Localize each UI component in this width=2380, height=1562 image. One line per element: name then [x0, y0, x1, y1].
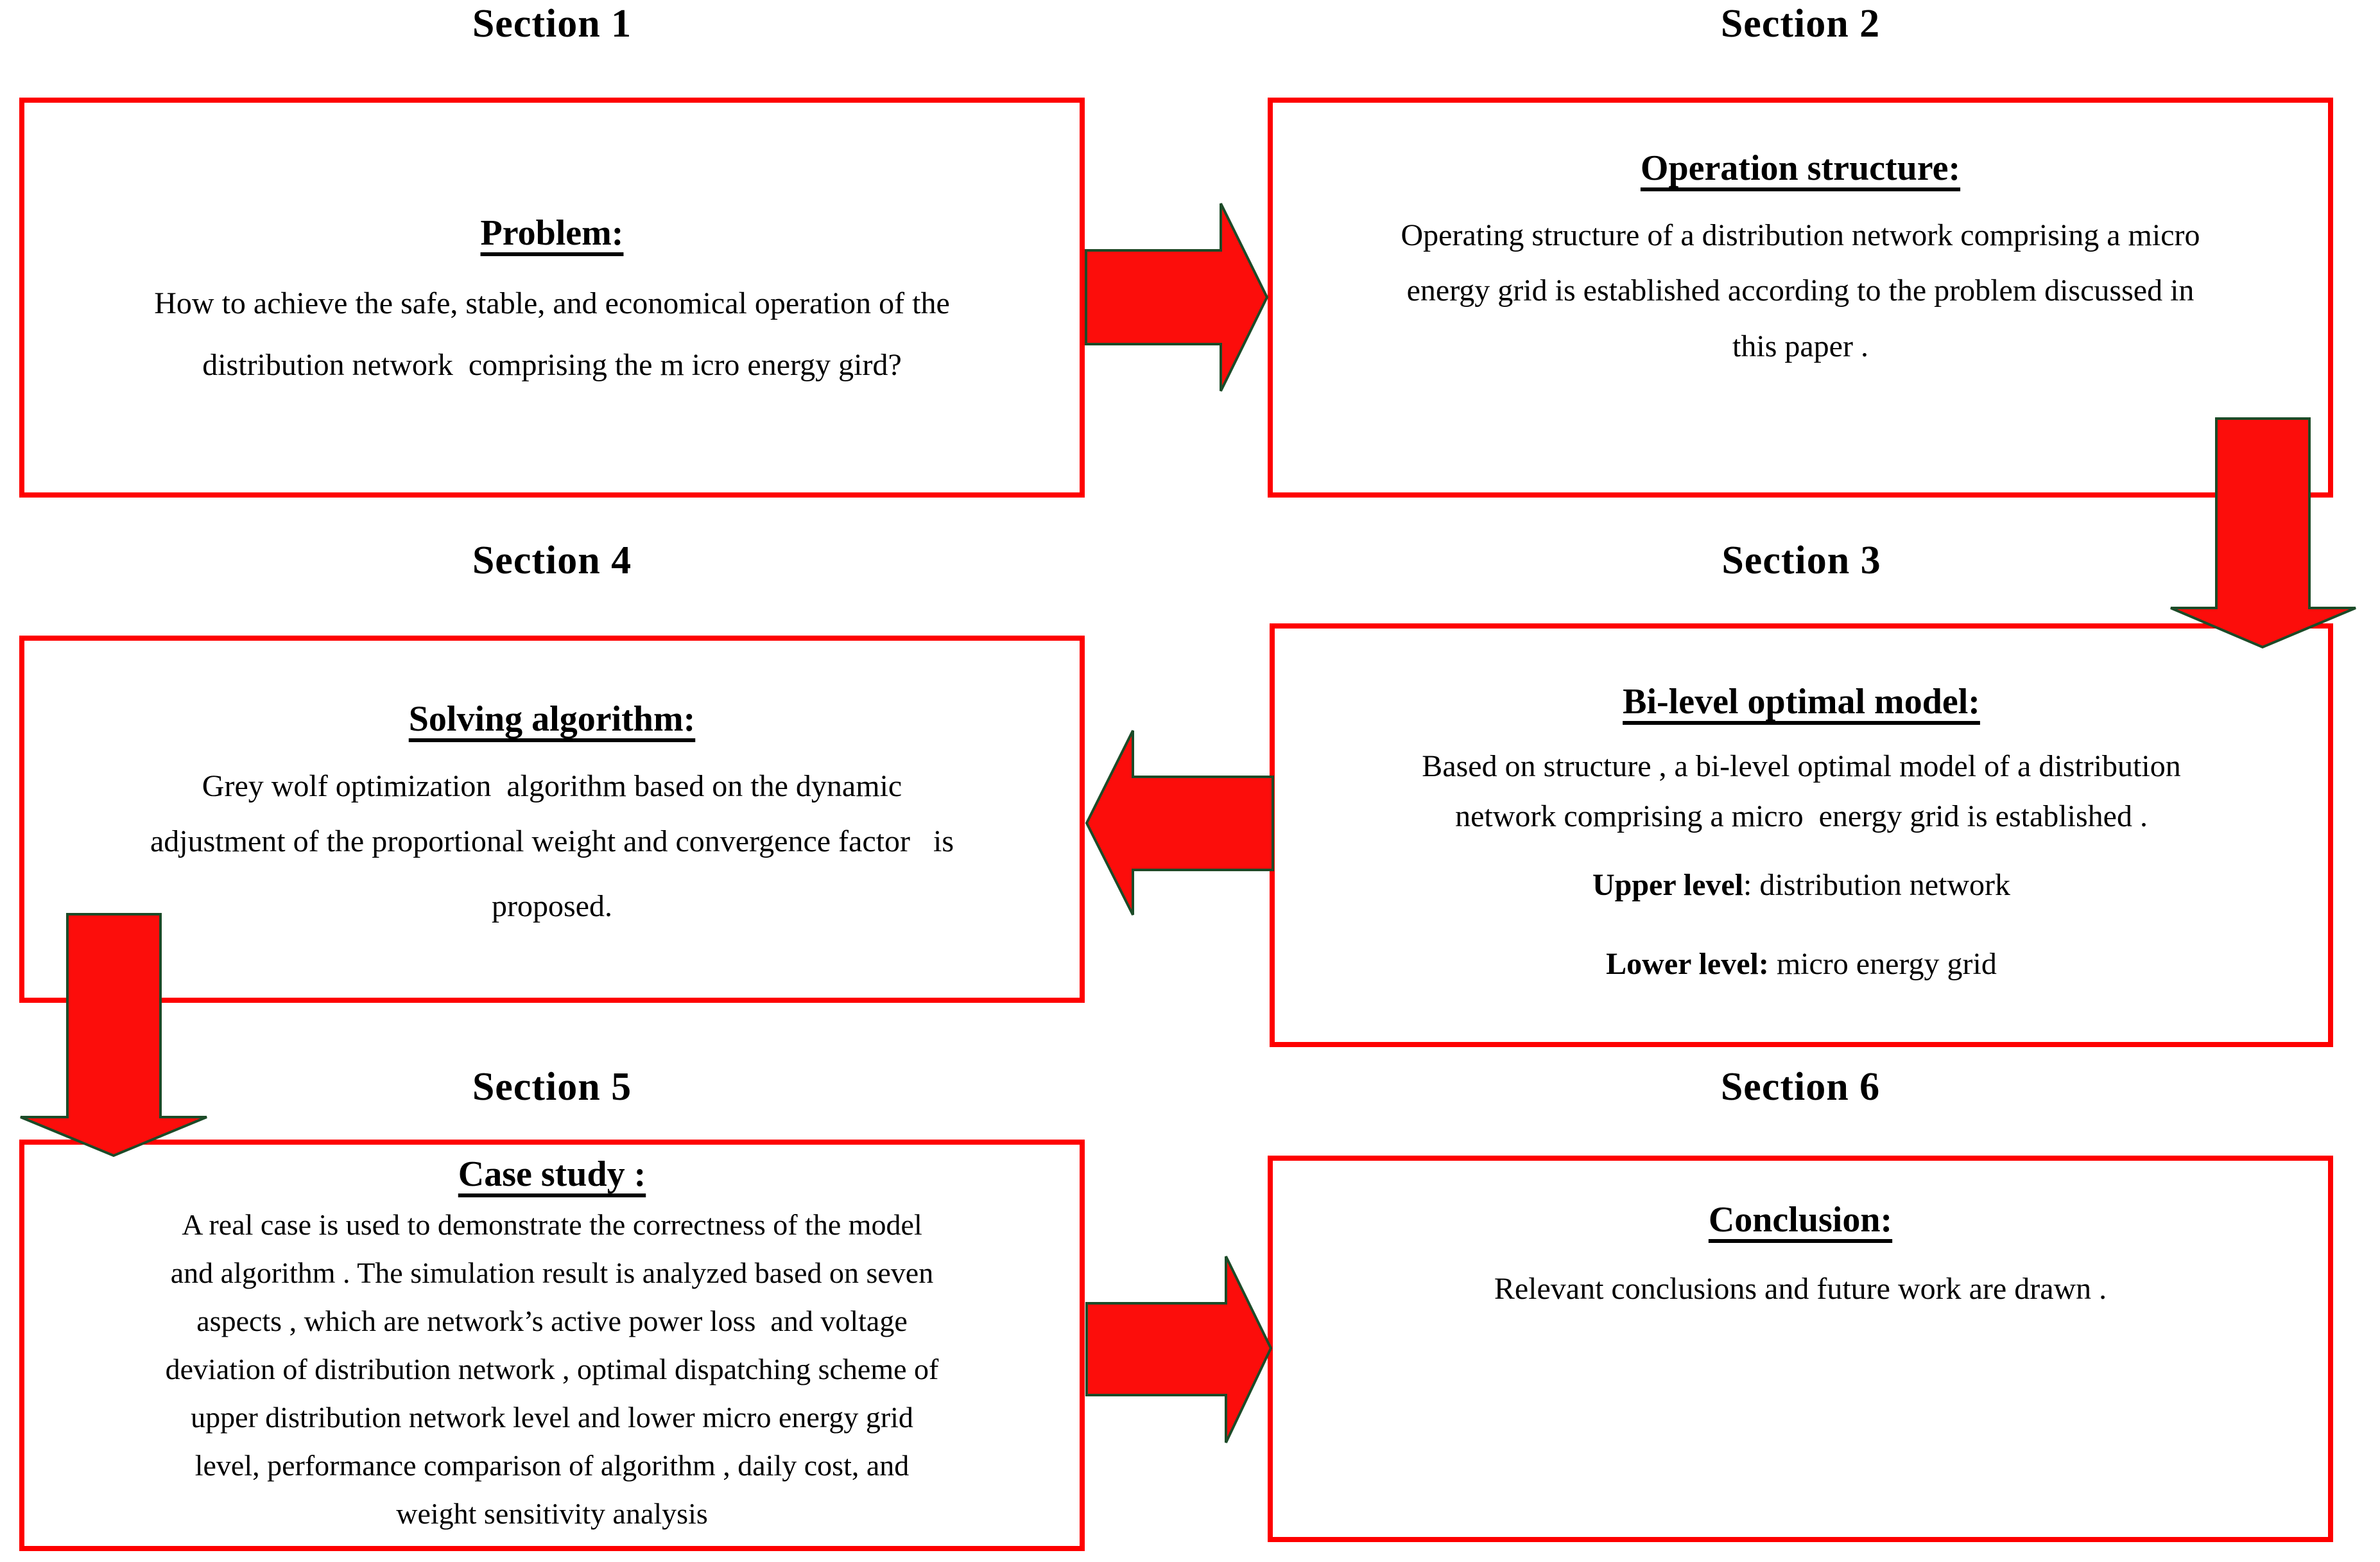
section-6-title: Section 6 — [1720, 1065, 1881, 1109]
section-1-title: Section 1 — [472, 2, 632, 46]
conclusion-body-line: Relevant conclusions and future work are… — [1494, 1272, 2107, 1306]
case-body-line: and algorithm . The simulation result is… — [170, 1256, 934, 1289]
section-4-box: Solving algorithm: Grey wolf optimizatio… — [19, 636, 1085, 1003]
section-1-box: Problem: How to achieve the safe, stable… — [19, 98, 1085, 498]
arrow-s2-to-s3-icon — [2170, 417, 2356, 649]
arrow-s4-to-s5-icon — [20, 913, 207, 1158]
section-5-title: Section 5 — [472, 1065, 632, 1109]
solving-body-line: adjustment of the proportional weight an… — [150, 824, 954, 859]
bilevel-body-line: Based on structure , a bi-level optimal … — [1422, 749, 2181, 784]
arrow-s1-to-s2-icon — [1085, 203, 1269, 392]
case-body-line: level, performance comparison of algorit… — [194, 1448, 910, 1482]
arrow-s3-to-s4-icon — [1085, 730, 1274, 916]
operation-body-line: energy grid is established according to … — [1406, 273, 2195, 308]
section-3-box: Bi-level optimal model: Based on structu… — [1270, 623, 2333, 1047]
upper-level-text: : distribution network — [1743, 867, 2011, 902]
solving-algorithm-heading: Solving algorithm: — [408, 699, 696, 739]
upper-level-line: Upper level: distribution network — [1592, 861, 2010, 910]
section-3-title: Section 3 — [1721, 539, 1881, 582]
arrow-s5-to-s6-icon — [1085, 1256, 1273, 1443]
lower-level-line: Lower level: micro energy grid — [1606, 940, 1997, 989]
solving-body-line: Grey wolf optimization algorithm based o… — [202, 769, 902, 803]
case-study-heading: Case study : — [458, 1154, 646, 1194]
conclusion-heading: Conclusion: — [1708, 1200, 1893, 1240]
bilevel-body-line: network comprising a micro energy grid i… — [1455, 799, 2148, 834]
section-4-title: Section 4 — [472, 539, 632, 582]
operation-structure-heading: Operation structure: — [1640, 148, 1961, 188]
lower-level-label: Lower level: — [1606, 946, 1769, 981]
solving-body-line: proposed. — [492, 889, 612, 923]
case-body-line: weight sensitivity analysis — [396, 1497, 708, 1530]
case-body-line: A real case is used to demonstrate the c… — [182, 1208, 922, 1241]
problem-heading: Problem: — [480, 213, 624, 253]
section-2-box: Operation structure: Operating structure… — [1268, 98, 2333, 498]
section-5-box: Case study : A real case is used to demo… — [19, 1140, 1085, 1551]
problem-body-line: distribution network comprising the m ic… — [202, 347, 902, 382]
upper-level-label: Upper level — [1592, 867, 1744, 902]
operation-body-line: Operating structure of a distribution ne… — [1401, 218, 2200, 252]
section-2-title: Section 2 — [1720, 2, 1881, 46]
lower-level-text: micro energy grid — [1768, 946, 1997, 981]
case-body-line: upper distribution network level and low… — [191, 1400, 913, 1434]
case-body-line: aspects , which are network’s active pow… — [196, 1304, 908, 1337]
bilevel-model-heading: Bi-level optimal model: — [1623, 682, 1980, 722]
section-6-box: Conclusion: Relevant conclusions and fut… — [1268, 1156, 2333, 1542]
problem-body-line: How to achieve the safe, stable, and eco… — [154, 286, 950, 320]
operation-body-line: this paper . — [1732, 329, 1868, 363]
case-body-line: deviation of distribution network , opti… — [165, 1352, 939, 1385]
